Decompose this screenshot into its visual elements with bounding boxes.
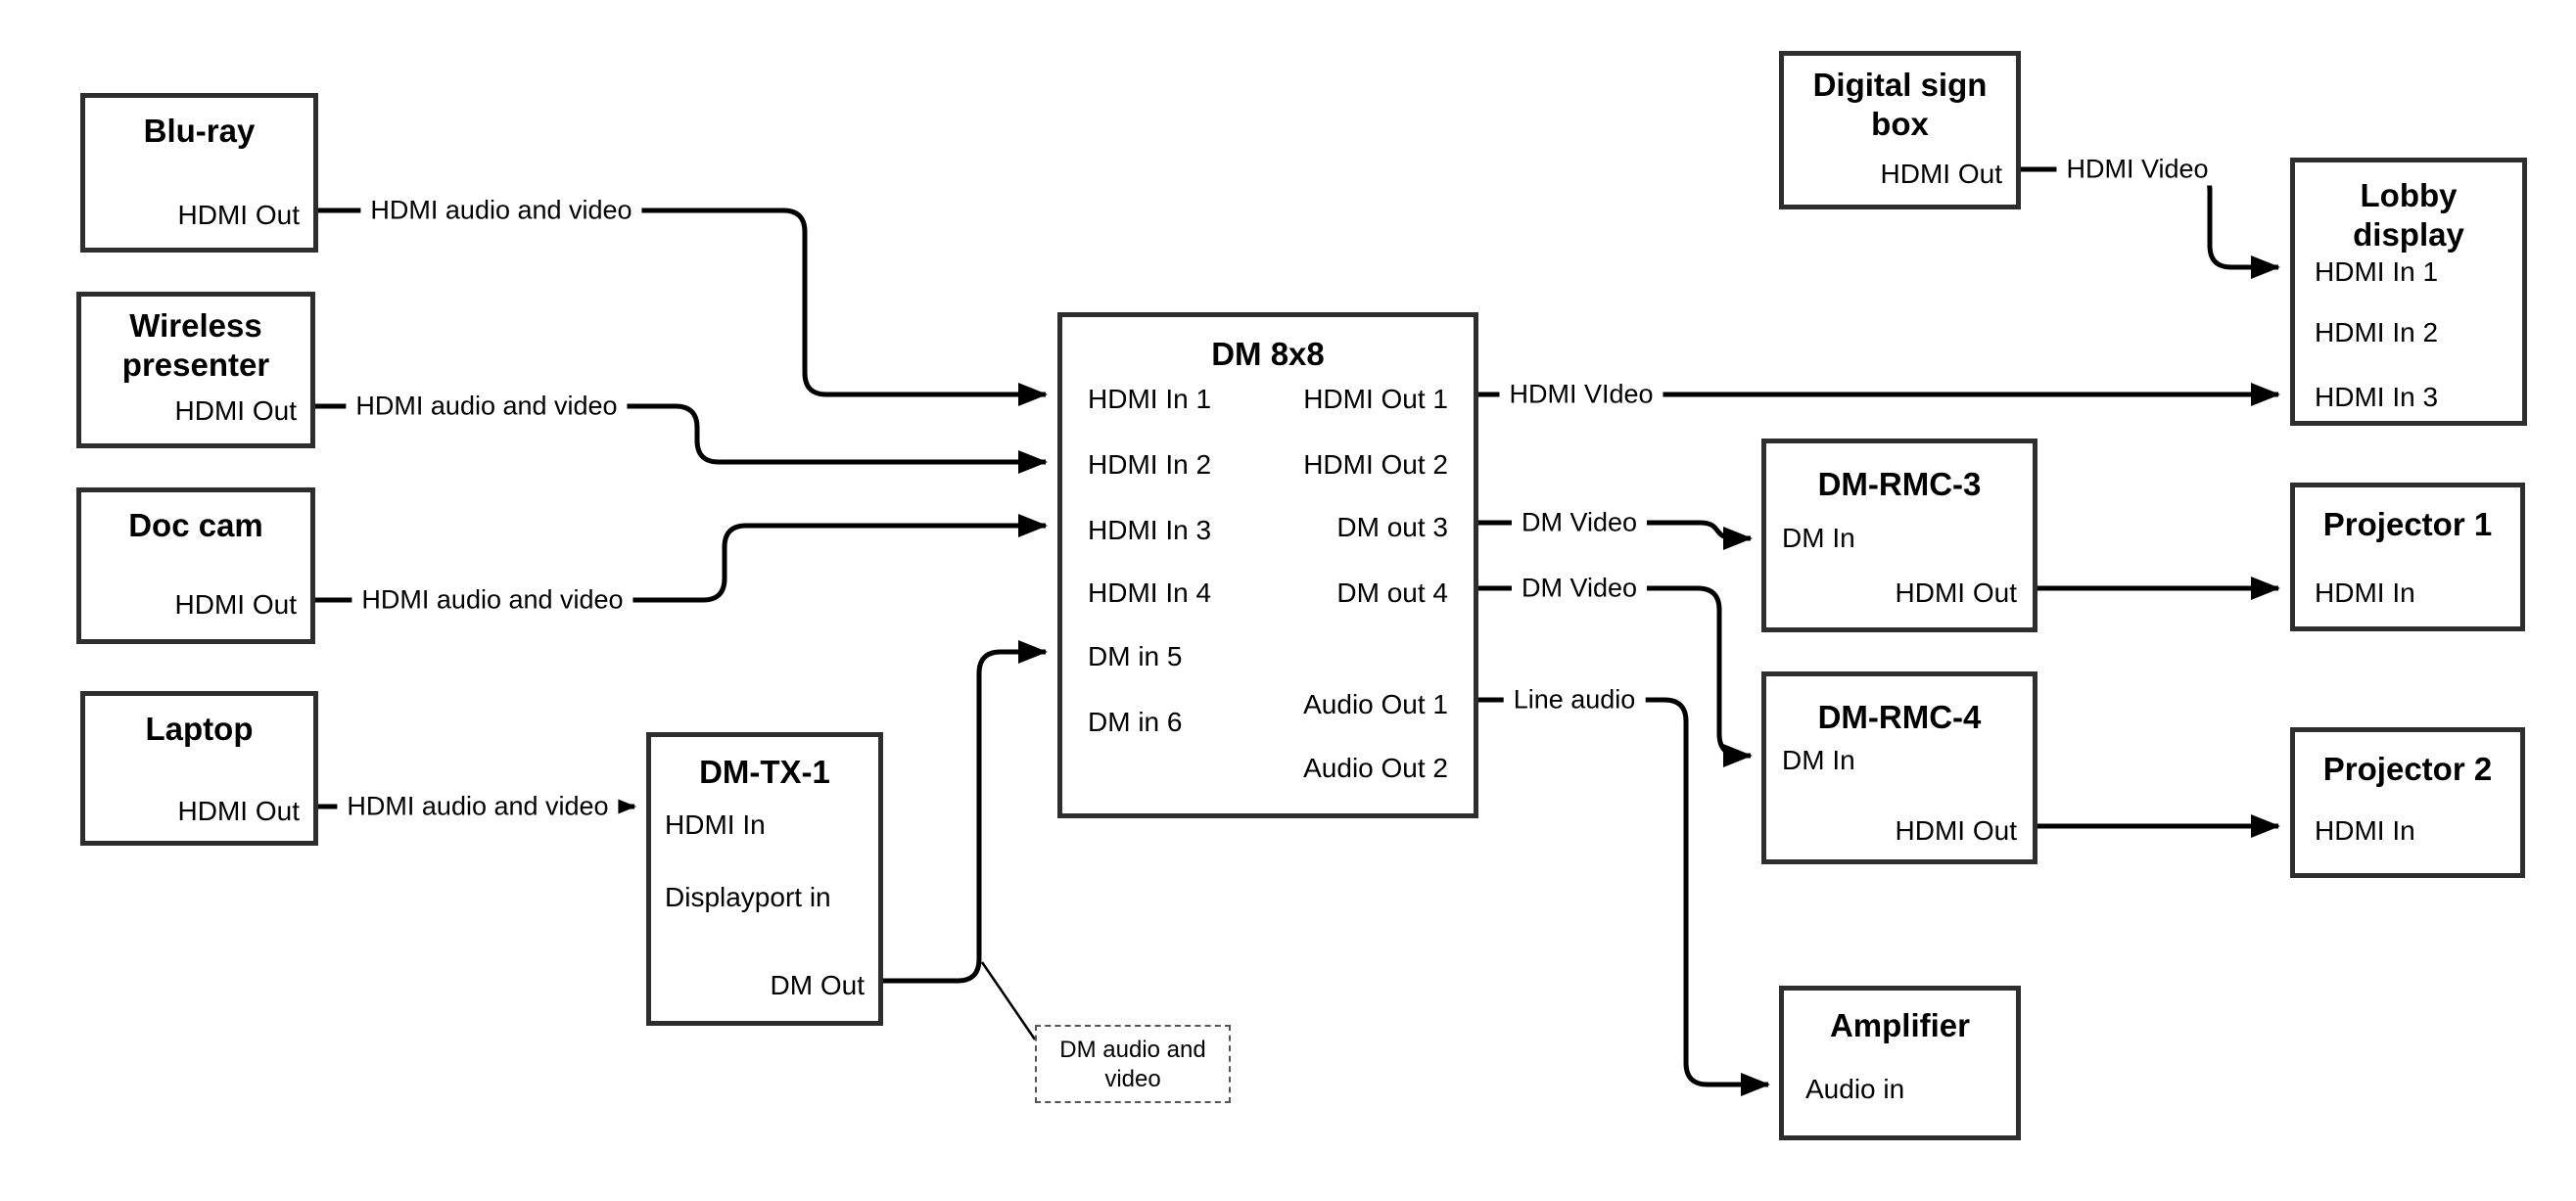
port-hdmi-out-1: HDMI Out 1 (1303, 384, 1448, 414)
port-audio-out-2: Audio Out 2 (1303, 753, 1448, 783)
port-hdmi-out-2: HDMI Out 2 (1303, 449, 1448, 480)
node-wireless-presenter: Wireless presenter HDMI Out (76, 292, 315, 448)
port-hdmi-in-3: HDMI In 3 (1088, 515, 1212, 545)
wire-label-hdmi-video-out1: HDMI VIdeo (1499, 378, 1663, 411)
node-title: Blu-ray (143, 113, 256, 149)
port-hdmi-out: HDMI Out (174, 589, 297, 620)
wire-label-line-audio: Line audio (1503, 683, 1646, 716)
wire-label-hdmi-video-sign: HDMI Video (2056, 153, 2219, 186)
port-dm-in-6: DM in 6 (1088, 707, 1183, 737)
node-title: Projector 2 (2322, 751, 2493, 787)
callout-line (980, 961, 1037, 1040)
node-doc-cam: Doc cam HDMI Out (76, 487, 315, 644)
node-dm-tx-1: DM-TX-1 HDMI In Displayport in DM Out (646, 732, 883, 1026)
node-projector-1: Projector 1 HDMI In (2290, 483, 2525, 631)
port-dm-out-3: DM out 3 (1336, 512, 1448, 542)
node-projector-2: Projector 2 HDMI In (2290, 727, 2525, 878)
port-hdmi-in: HDMI In (2315, 815, 2415, 846)
port-audio-out-1: Audio Out 1 (1303, 689, 1448, 719)
node-title: Laptop (145, 711, 254, 747)
port-audio-in: Audio in (1805, 1074, 1905, 1104)
wire-label-hdmi-av-1: HDMI audio and video (360, 194, 642, 227)
port-hdmi-out: HDMI Out (177, 200, 300, 230)
wire-label-hdmi-av-4: HDMI audio and video (337, 790, 619, 823)
port-hdmi-out: HDMI Out (174, 395, 297, 426)
port-dm-out: DM Out (770, 970, 865, 1000)
node-title: Amplifier (1829, 1007, 1970, 1043)
wire-label-hdmi-av-2: HDMI audio and video (346, 390, 628, 423)
wire-dmtx1-to-dm8x8-in5 (883, 640, 1048, 984)
wire-label-dm-video-3: DM Video (1511, 506, 1648, 539)
port-hdmi-in-4: HDMI In 4 (1088, 577, 1212, 608)
node-dm-8x8: DM 8x8 HDMI In 1 HDMI In 2 HDMI In 3 HDM… (1057, 312, 1478, 818)
node-title: Projector 1 (2322, 506, 2493, 542)
port-hdmi-in-2: HDMI In 2 (1088, 449, 1212, 480)
node-bluray: Blu-ray HDMI Out (80, 93, 318, 253)
port-hdmi-in-1: HDMI In 1 (1088, 384, 1212, 414)
node-amplifier: Amplifier Audio in (1779, 986, 2021, 1140)
node-digital-sign-box: Digital sign box HDMI Out (1779, 51, 2021, 209)
node-title: DM 8x8 (1211, 336, 1325, 372)
port-hdmi-out: HDMI Out (1880, 159, 2002, 189)
wire-bluray-to-dm8x8-in1 (318, 208, 1048, 406)
port-dm-in: DM In (1782, 745, 1855, 775)
node-title: Lobby display (2353, 177, 2464, 253)
wire-label-hdmi-av-3: HDMI audio and video (351, 583, 633, 617)
wire-dm8x8-out4-to-dmrmc4 (1478, 585, 1753, 767)
node-title: Digital sign box (1812, 67, 1988, 142)
wire-label-dm-video-4: DM Video (1511, 572, 1648, 605)
port-hdmi-in: HDMI In (2315, 577, 2415, 608)
port-hdmi-in-3: HDMI In 3 (2315, 382, 2439, 412)
node-title: DM-TX-1 (699, 754, 830, 790)
port-dm-in-5: DM in 5 (1088, 641, 1183, 671)
port-hdmi-out: HDMI Out (177, 796, 300, 826)
port-hdmi-out: HDMI Out (1895, 815, 2017, 846)
wire-doccam-to-dm8x8-in3 (315, 514, 1048, 603)
node-title: Wireless presenter (121, 307, 270, 383)
wire-dm8x8-audio1-to-amplifier (1478, 697, 1770, 1096)
node-lobby-display: Lobby display HDMI In 1 HDMI In 2 HDMI I… (2290, 158, 2527, 426)
port-displayport-in: Displayport in (665, 882, 831, 912)
node-title: Doc cam (128, 507, 263, 543)
node-dm-rmc-3: DM-RMC-3 DM In HDMI Out (1761, 439, 2037, 632)
wire-wireless-to-dm8x8-in2 (315, 403, 1048, 474)
port-hdmi-in-2: HDMI In 2 (2315, 317, 2439, 347)
port-dm-out-4: DM out 4 (1336, 577, 1448, 608)
node-title: DM-RMC-3 (1817, 466, 1982, 502)
port-hdmi-out: HDMI Out (1895, 577, 2017, 608)
port-hdmi-in: HDMI In (665, 809, 766, 840)
port-hdmi-in-1: HDMI In 1 (2315, 256, 2439, 287)
wire-dm8x8-out3-to-dmrmc3 (1478, 520, 1753, 550)
port-dm-in: DM In (1782, 523, 1855, 553)
node-dm-rmc-4: DM-RMC-4 DM In HDMI Out (1761, 671, 2037, 864)
node-title: DM-RMC-4 (1817, 699, 1982, 735)
node-laptop: Laptop HDMI Out (80, 691, 318, 846)
callout-note: DM audio and video (1035, 1025, 1231, 1103)
